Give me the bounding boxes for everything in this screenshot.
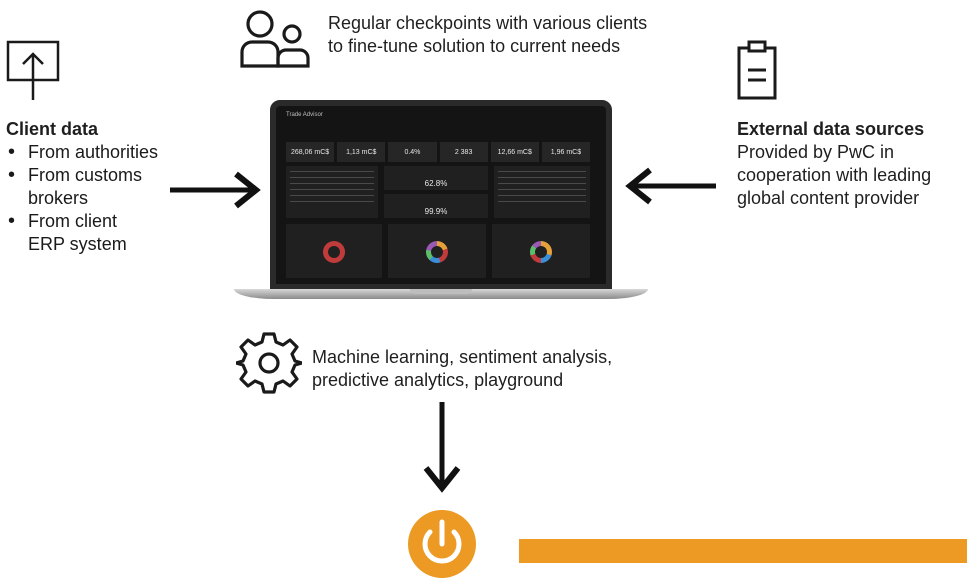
people-icon [240, 10, 310, 68]
client-data-item: From customs brokers [6, 164, 168, 210]
client-data-list: From authorities From customs brokers Fr… [6, 141, 168, 256]
donut-chart [530, 241, 552, 263]
laptop-base [234, 289, 648, 299]
analytics-note: Machine learning, sentiment analysis, pr… [312, 346, 672, 392]
power-icon [408, 510, 476, 578]
donut-chart [323, 241, 345, 263]
client-data-title: Client data [6, 119, 99, 139]
analytics-line-1: Machine learning, sentiment analysis, [312, 347, 613, 367]
dashboard-table-panel [494, 166, 590, 218]
kpi-tile: 2 383 [439, 142, 488, 162]
dashboard-table-panel [286, 166, 378, 218]
donut-panel [388, 224, 486, 278]
kpi-tile: 12,66 mC$ [490, 142, 539, 162]
kpi-tile: 268,06 mC$ [286, 142, 335, 162]
client-data-item: From authorities [6, 141, 168, 164]
donut-panel [492, 224, 590, 278]
dashboard-app-title: Trade Advisor [286, 112, 323, 118]
client-data-item: From client ERP system [6, 210, 148, 256]
external-data-title: External data sources [737, 119, 925, 139]
accent-bar [519, 539, 967, 563]
checkpoints-line-1: Regular checkpoints with various clients [328, 13, 648, 33]
gauge-panel-2: 99.9% [384, 194, 488, 218]
gauge-panel-1: 62.8% [384, 166, 488, 190]
external-data-line: cooperation with leading [737, 165, 932, 185]
kpi-row: 268,06 mC$ 1,13 mC$ 0.4% 2 383 12,66 mC$… [286, 142, 591, 162]
external-data-block: External data sources Provided by PwC in… [737, 118, 965, 210]
checkpoints-line-2: to fine-tune solution to current needs [328, 36, 621, 56]
arrow-left-icon [625, 167, 716, 205]
laptop-screen: Trade Advisor 268,06 mC$ 1,13 mC$ 0.4% 2… [270, 100, 612, 290]
laptop-notch [410, 289, 472, 294]
kpi-tile: 0.4% [388, 142, 437, 162]
arrow-down-icon [423, 402, 461, 493]
external-data-line: global content provider [737, 188, 920, 208]
kpi-tile: 1,96 mC$ [541, 142, 591, 162]
donut-chart [426, 241, 448, 263]
arrow-right-icon [170, 171, 261, 209]
upload-icon [6, 40, 60, 100]
clipboard-icon [737, 40, 777, 100]
kpi-tile: 1,13 mC$ [337, 142, 386, 162]
donut-panel [286, 224, 382, 278]
client-data-block: Client data From authorities From custom… [6, 118, 206, 256]
gear-icon [236, 332, 302, 394]
analytics-line-2: predictive analytics, playground [312, 370, 564, 390]
checkpoints-note: Regular checkpoints with various clients… [328, 12, 708, 58]
dashboard-screen: Trade Advisor 268,06 mC$ 1,13 mC$ 0.4% 2… [276, 106, 606, 284]
external-data-line: Provided by PwC in [737, 142, 895, 162]
